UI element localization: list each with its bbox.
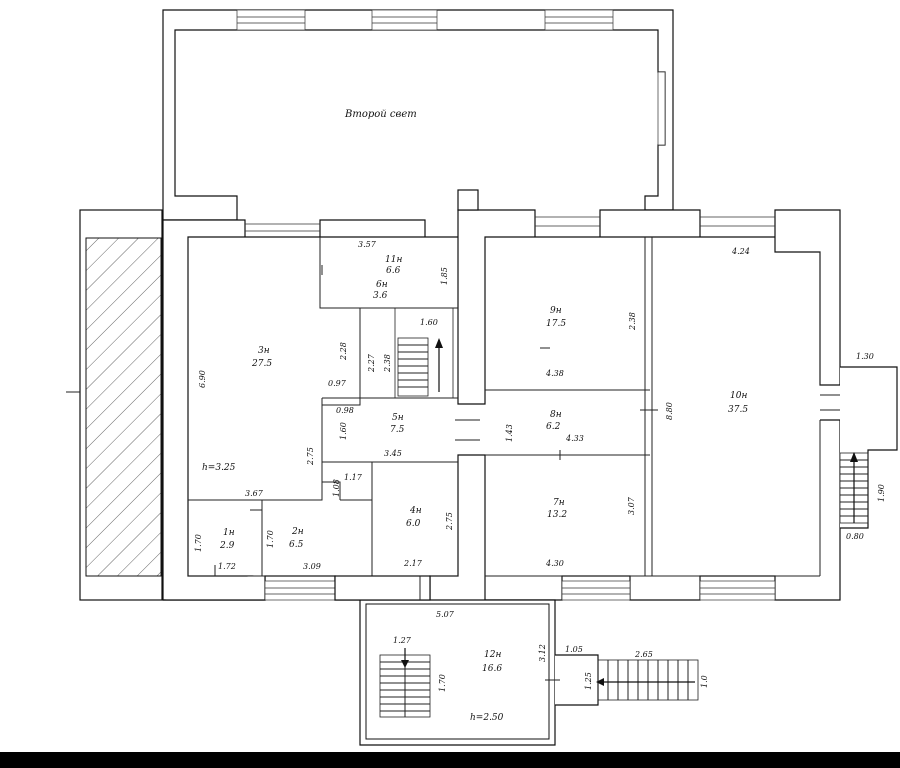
dim-label: 3.12	[538, 644, 547, 662]
dim-label: 1.43	[505, 424, 514, 442]
dim-label: 3.09	[303, 562, 321, 571]
dim-label: 1.72	[218, 562, 236, 571]
room-8-label: 8н	[550, 410, 562, 420]
balcony	[66, 209, 163, 601]
door-marks	[214, 265, 658, 681]
dim-label: 3.67	[245, 489, 264, 498]
dim-label: 1.85	[440, 267, 449, 285]
room-10-area: 37.5	[728, 405, 748, 415]
right-porch	[820, 366, 898, 529]
dim-label: 0.97	[328, 379, 347, 388]
dim-label: 0.98	[336, 406, 354, 415]
dim-label: 3.57	[358, 240, 377, 249]
room-9-label: 9н	[550, 306, 562, 316]
room-4-area: 6.0	[406, 519, 421, 529]
entrance-annex	[334, 575, 556, 746]
dim-label: 1.70	[194, 534, 203, 552]
room-6-label: 6н	[376, 280, 388, 290]
room-2-area: 6.5	[289, 540, 304, 550]
dim-label: 1.25	[584, 672, 593, 690]
room-7-area: 13.2	[547, 510, 567, 520]
dim-label: 1.30	[856, 352, 874, 361]
dim-label: 1.27	[393, 636, 412, 645]
dim-label: 1.08	[332, 479, 341, 497]
room-11-label: 11н	[385, 255, 402, 265]
dim-label: 2.75	[306, 447, 315, 466]
staircase-inner	[397, 337, 443, 397]
dim-label: 2.38	[628, 312, 637, 331]
dim-label: 2.65	[634, 650, 653, 659]
second-light-label: Второй свет	[344, 109, 417, 120]
room-5-label: 5н	[392, 413, 404, 423]
dim-label: 0.80	[846, 532, 864, 541]
room-labels: 11н 6.6 6н 3.6 3н 27.5 5н 7.5 9н 17.5 8н…	[202, 255, 748, 723]
dim-label: 2.17	[403, 559, 423, 568]
dim-label: 4.24	[731, 247, 750, 256]
dimension-labels: 3.57 1.85 1.60 2.38 6.90 2.28 2.27 2.38 …	[194, 240, 886, 692]
room-1-area: 2.9	[219, 541, 235, 551]
room-6-area: 3.6	[373, 291, 388, 301]
height-entry: h=2.50	[470, 713, 504, 723]
dim-label: 1.0	[700, 675, 709, 688]
room-12-area: 16.6	[482, 664, 502, 674]
main-floor-walls	[162, 189, 841, 601]
height-main: h=3.25	[202, 463, 236, 473]
dim-label: 4.30	[545, 559, 564, 568]
dim-label: 6.90	[198, 370, 207, 388]
room-2-label: 2н	[291, 527, 304, 537]
dim-label: 1.05	[565, 645, 583, 654]
top-windows	[236, 9, 666, 146]
dim-label: 1.70	[266, 530, 275, 548]
dim-label: 1.60	[339, 422, 348, 440]
room-11-area: 6.6	[386, 266, 401, 276]
room-3-area: 27.5	[251, 359, 272, 369]
room-4-label: 4н	[409, 506, 422, 516]
room-8-area: 6.2	[546, 422, 561, 432]
dim-label: 4.38	[545, 369, 564, 378]
room-5-area: 7.5	[390, 425, 405, 435]
dim-label: 1.70	[438, 674, 447, 692]
room-1-label: 1н	[223, 528, 235, 538]
dim-label: 4.33	[565, 434, 584, 443]
dim-label: 3.07	[627, 496, 636, 515]
dim-label: 2.28	[339, 342, 348, 361]
second-light-area-walls	[162, 9, 674, 221]
dim-label: 2.75	[445, 512, 454, 531]
dim-label: 1.17	[344, 473, 363, 482]
dim-label: 2.27	[367, 353, 376, 373]
dim-label: 2.38	[383, 354, 392, 373]
dim-label: 5.07	[436, 610, 455, 619]
dim-label: 3.45	[384, 449, 402, 458]
interior-partitions	[188, 237, 653, 576]
room-10-label: 10н	[730, 391, 747, 401]
room-12-label: 12н	[484, 650, 501, 660]
dim-label: 1.60	[420, 318, 438, 327]
dim-label: 8.80	[665, 402, 674, 420]
room-3-label: 3н	[258, 346, 270, 356]
room-9-area: 17.5	[546, 319, 566, 329]
room-7-label: 7н	[553, 498, 565, 508]
bottom-black-bar	[0, 752, 900, 768]
bottom-right-stairs	[555, 654, 699, 706]
dim-label: 1.90	[877, 484, 886, 502]
